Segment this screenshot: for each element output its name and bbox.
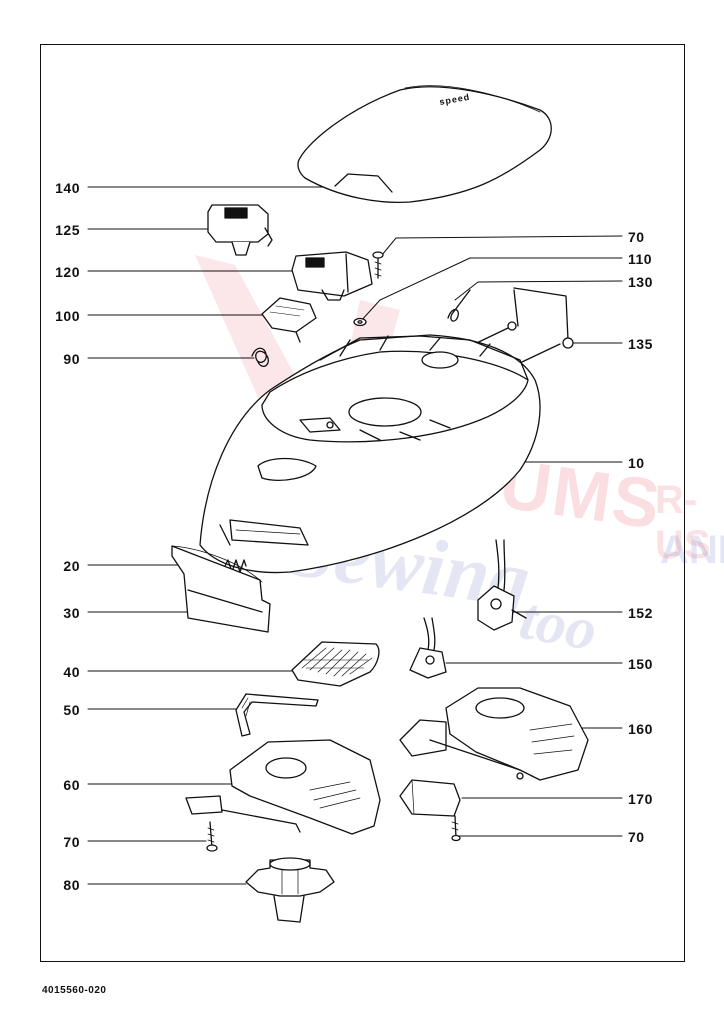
callout-152: 152 [628, 605, 653, 621]
drawing-frame [40, 44, 685, 962]
callout-20: 20 [63, 558, 80, 574]
callout-70-bottom: 70 [628, 829, 645, 845]
callout-130: 130 [628, 274, 653, 290]
leader-lines [87, 186, 623, 885]
callout-135: 135 [628, 336, 653, 352]
part-150-lamp-holder [409, 617, 447, 679]
part-70-screw-top [372, 251, 384, 279]
callout-90: 90 [63, 351, 80, 367]
callout-150: 150 [628, 656, 653, 672]
callout-60: 60 [63, 777, 80, 793]
callout-120: 120 [55, 264, 80, 280]
part-10-main-housing [199, 334, 541, 574]
document-number: 4015560-020 [42, 985, 107, 996]
part-135-bracket [513, 287, 574, 363]
callout-140: 140 [55, 180, 80, 196]
part-110-washer [353, 317, 367, 327]
callout-50: 50 [63, 702, 80, 718]
part-40-filter-grille [291, 641, 380, 687]
part-80-motor-mount [245, 857, 335, 923]
part-30-flap [171, 545, 271, 633]
callout-70-top: 70 [628, 229, 645, 245]
callout-40: 40 [63, 664, 80, 680]
callout-125: 125 [55, 222, 80, 238]
part-70-screw-bottom-left [206, 821, 218, 852]
callout-110: 110 [628, 251, 653, 267]
part-120-switch-block [291, 251, 373, 301]
callout-100: 100 [55, 308, 80, 324]
part-90-spring [251, 347, 269, 367]
part-152-lamp-socket [477, 539, 527, 631]
part-50-gasket [235, 693, 319, 737]
callout-80: 80 [63, 877, 80, 893]
callout-160: 160 [628, 721, 653, 737]
callout-30: 30 [63, 605, 80, 621]
callout-10: 10 [628, 455, 645, 471]
part-160-motor-cover [399, 687, 589, 781]
part-20-spring [223, 559, 247, 573]
part-170-switch-cover [399, 779, 461, 817]
part-70-screw-bottom-right [451, 815, 461, 842]
callout-70-left: 70 [63, 834, 80, 850]
part-140-top-cover: speed [297, 85, 552, 203]
part-100-switch-lever [261, 297, 317, 343]
part-60-base-tray [185, 739, 381, 835]
part-125-switch-housing [207, 204, 273, 256]
callout-170: 170 [628, 791, 653, 807]
